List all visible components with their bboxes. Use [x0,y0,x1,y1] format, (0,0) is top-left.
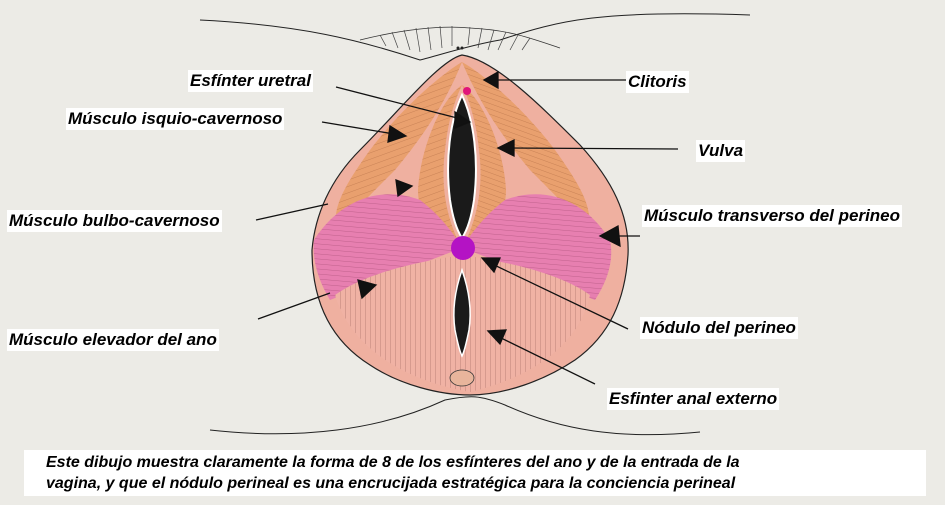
label-musculo-elevador-del-ano: Músculo elevador del ano [7,329,219,351]
coccyx-tip [449,369,475,387]
label-esfinter-anal-externo: Esfinter anal externo [607,388,780,410]
mons-pubis-outline [199,13,751,61]
anal-opening [453,267,471,358]
label-musculo-transverso-del-perineo: Músculo transverso del perineo [642,205,903,227]
clitoris-dot [463,87,471,95]
label-clitoris: Clitoris [626,71,689,93]
label-nodulo-del-perineo: Nódulo del perineo [640,317,798,339]
perineal-node [451,236,475,260]
label-musculo-bulbo-cavernoso: Músculo bulbo-cavernoso [7,210,222,232]
caption-line-2: vagina, y que el nódulo perineal es una … [46,475,736,492]
label-esfinter-uretral: Esfínter uretral [188,70,313,92]
caption-line-1: Este dibujo muestra claramente la forma … [46,454,740,471]
leader-lines [255,70,679,385]
label-musculo-isquio-cavernoso: Músculo isquio-cavernoso [66,108,285,130]
lower-outline [209,396,701,436]
figure-caption: Este dibujo muestra claramente la forma … [24,450,926,496]
label-vulva: Vulva [696,140,746,162]
